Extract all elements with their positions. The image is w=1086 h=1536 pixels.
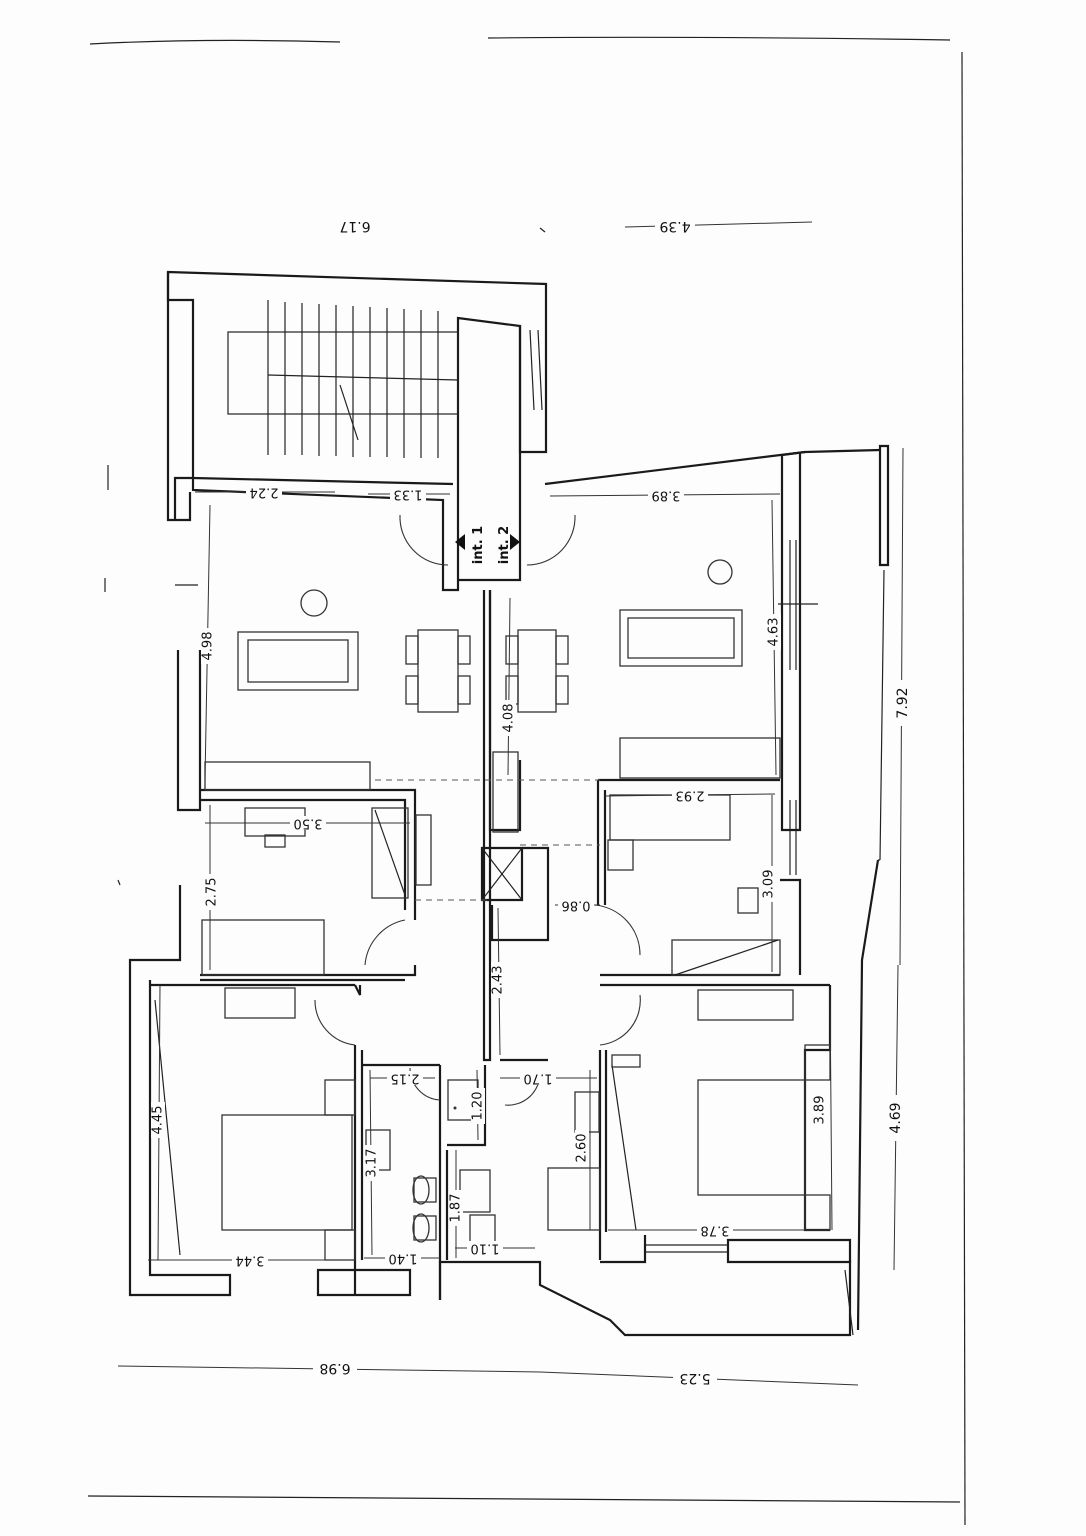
arrow-right-icon: [510, 534, 520, 550]
dim-3-89-right: 3.89: [813, 1096, 828, 1125]
dim-2-24: 2.24: [250, 485, 279, 500]
sheet-border: [87, 36, 966, 1526]
dim-4-45: 4.45: [151, 1106, 166, 1135]
dim-2-15: 2.15: [391, 1071, 420, 1086]
dim-right-lower-total: 4.69: [888, 1102, 904, 1133]
dim-0-86: 0.86: [562, 898, 591, 913]
dim-top-right-total: 4.39: [659, 218, 690, 234]
dimension-lines: [117, 221, 904, 1386]
dim-4-63: 4.63: [767, 618, 782, 647]
arrow-left-icon: [455, 534, 465, 550]
dim-4-08: 4.08: [502, 704, 517, 733]
dim-3-09: 3.09: [762, 870, 777, 899]
unit-label-2: int. 2: [497, 526, 512, 564]
outer-walls: [128, 444, 890, 1337]
dim-1-70: 1.70: [524, 1071, 553, 1086]
dim-right-upper-total: 7.92: [895, 687, 911, 718]
dim-2-60: 2.60: [575, 1134, 590, 1163]
dim-1-33: 1.33: [394, 487, 423, 502]
dim-top-left-total: 6.17: [339, 218, 370, 234]
dim-3-17: 3.17: [365, 1149, 380, 1178]
windows-right: [778, 540, 885, 1336]
stairwell: [166, 270, 548, 592]
dim-1-87: 1.87: [449, 1194, 464, 1223]
dim-2-43: 2.43: [491, 966, 506, 995]
dim-3-78: 3.78: [701, 1223, 730, 1238]
unit-labels: int. 1 int. 2: [471, 526, 512, 564]
doors: [314, 904, 641, 1106]
scan-marks: [104, 227, 546, 886]
dim-2-93: 2.93: [676, 788, 705, 803]
dim-bottom-right-total: 5.23: [679, 1370, 710, 1386]
dim-1-20: 1.20: [471, 1092, 486, 1121]
landing: [399, 325, 576, 582]
dim-4-98: 4.98: [201, 632, 216, 661]
dim-bottom-left-total: 6.98: [319, 1360, 350, 1376]
dimension-labels: 6.17 4.39 7.92 4.69 6.98 5.23 2.24 1.33 …: [151, 218, 911, 1386]
dim-3-89-top: 3.89: [652, 488, 681, 503]
dim-2-75: 2.75: [205, 878, 220, 907]
dashed-lines: [375, 779, 600, 901]
furniture-left: [154, 589, 471, 1261]
dim-3-50: 3.50: [294, 816, 323, 831]
dim-1-10: 1.10: [471, 1241, 500, 1256]
furniture-right: [492, 559, 831, 1231]
dim-1-40: 1.40: [389, 1251, 418, 1266]
unit-label-1: int. 1: [471, 526, 486, 564]
dim-3-44: 3.44: [236, 1253, 265, 1268]
